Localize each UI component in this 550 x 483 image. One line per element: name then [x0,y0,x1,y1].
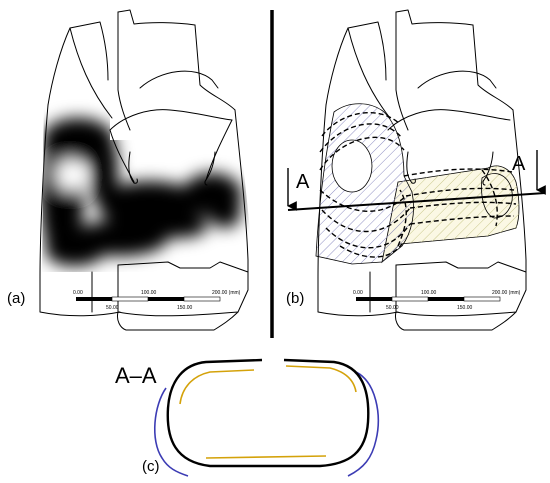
section-label-right: A [512,153,526,175]
pad-contours [319,111,517,258]
panel-a: 0.00 100.00 200.00 (mm) 50.00 150.00 (a) [7,9,249,331]
scale-tick-100-b: 100.00 [421,290,437,296]
scale-tick-50-b: 50.00 [386,305,399,311]
scale-tick-200-b: 200.00 (mm) [492,290,521,296]
scale-tick-150-b: 150.00 [457,305,473,311]
scale-tick-200: 200.00 (mm) [212,290,241,296]
scale-tick-0: 0.00 [73,290,83,296]
scale-tick-0-b: 0.00 [353,290,363,296]
torso-outline [39,9,249,331]
panel-label-b: (b) [286,290,304,307]
panel-c: A–A (c) [115,358,379,477]
scale-bar-a: 0.00 100.00 200.00 (mm) 50.00 150.00 [73,290,241,311]
panel-b: A A 0.00 100.00 200.00 (mm) 50.00 150.00… [286,9,546,331]
section-inner-layer [179,369,255,405]
section-outer-layer [153,387,189,477]
section-line [287,192,546,211]
scale-bar-b: 0.00 100.00 200.00 (mm) 50.00 150.00 [353,290,521,311]
panel-label-a: (a) [7,290,25,307]
torso-outline-b [317,9,527,331]
panel-label-c: (c) [142,458,160,475]
section-label-left: A [296,171,310,193]
scale-tick-100: 100.00 [141,290,157,296]
section-title: A–A [115,363,157,388]
scale-tick-50: 50.00 [106,305,119,311]
pressure-map [42,118,242,266]
scale-tick-150: 150.00 [177,305,193,311]
section-main-shell [166,358,370,468]
